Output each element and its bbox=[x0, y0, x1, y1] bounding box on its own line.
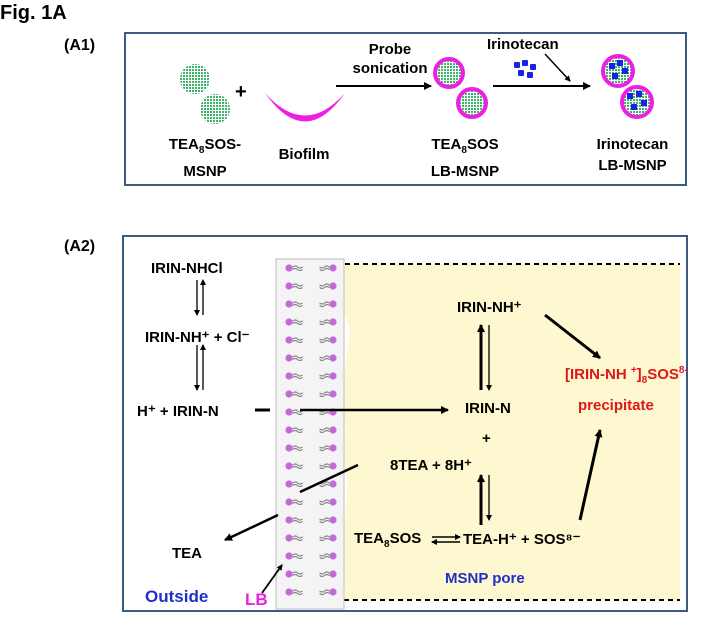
irin-nh-cl-label: IRIN-NH⁺ + Cl⁻ bbox=[145, 329, 250, 346]
panel-a2-label: (A2) bbox=[64, 238, 96, 255]
pore-equilibrium-arrows bbox=[477, 324, 492, 525]
panel-a1-frame bbox=[124, 32, 687, 186]
irinotecan-lb-msnp-label: Irinotecan LB-MSNP bbox=[596, 136, 669, 174]
biofilm-shape bbox=[265, 93, 345, 122]
irin-n-pore-label: IRIN-N bbox=[465, 400, 511, 417]
msnp-pore-region bbox=[340, 264, 680, 600]
irin-nhcl-label: IRIN-NHCl bbox=[151, 260, 223, 277]
a1-plus-sign: + bbox=[235, 81, 247, 103]
lb-pointer-arrow bbox=[261, 564, 283, 594]
pore-plus-sign: + bbox=[482, 430, 491, 447]
teah-sos-label: TEA-H⁺ + SOS⁸⁻ bbox=[463, 531, 581, 548]
lb-msnp-particles bbox=[433, 57, 488, 119]
irinotecan-reagent-label: Irinotecan bbox=[487, 36, 559, 53]
precipitate-label: precipitate bbox=[578, 397, 654, 414]
outside-equilibrium-arrows bbox=[194, 279, 206, 391]
dissociation-arrows bbox=[431, 534, 461, 545]
panel-a1-label: (A1) bbox=[64, 37, 96, 54]
biofilm-label: Biofilm bbox=[278, 146, 330, 163]
irinotecan-drug-icons bbox=[514, 60, 536, 78]
tea-outside-label: TEA bbox=[172, 545, 202, 562]
outside-label: Outside bbox=[145, 587, 209, 606]
msnp-particles bbox=[180, 64, 230, 124]
lb-label: LB bbox=[245, 590, 268, 609]
irin-nh-pore-label: IRIN-NH⁺ bbox=[457, 299, 522, 316]
lipid-bilayer bbox=[275, 258, 345, 610]
figure-label: Fig. 1A bbox=[0, 2, 67, 24]
precipitate-formula: [IRIN-NH +]8SOS8- bbox=[565, 365, 688, 386]
drug-pointer-arrow bbox=[544, 53, 571, 82]
msnp-pore-label: MSNP pore bbox=[445, 570, 525, 587]
precipitation-arrow-upper bbox=[544, 313, 601, 360]
panel-a2-frame bbox=[122, 235, 688, 612]
lb-msnp-label: TEA8SOS LB-MSNP bbox=[430, 136, 500, 180]
irinotecan-lb-msnp-particles bbox=[601, 54, 654, 119]
precipitation-arrow-lower bbox=[578, 429, 603, 521]
tea-efflux-arrow bbox=[224, 513, 279, 542]
msnp-label: TEA8SOS- MSNP bbox=[168, 136, 242, 180]
h-irin-n-label: H⁺ + IRIN-N bbox=[137, 403, 219, 420]
tea-h-label: 8TEA + 8H⁺ bbox=[390, 457, 472, 474]
tea8sos-pore-label: TEA8SOS bbox=[354, 530, 422, 550]
tea-efflux-line bbox=[299, 463, 359, 494]
